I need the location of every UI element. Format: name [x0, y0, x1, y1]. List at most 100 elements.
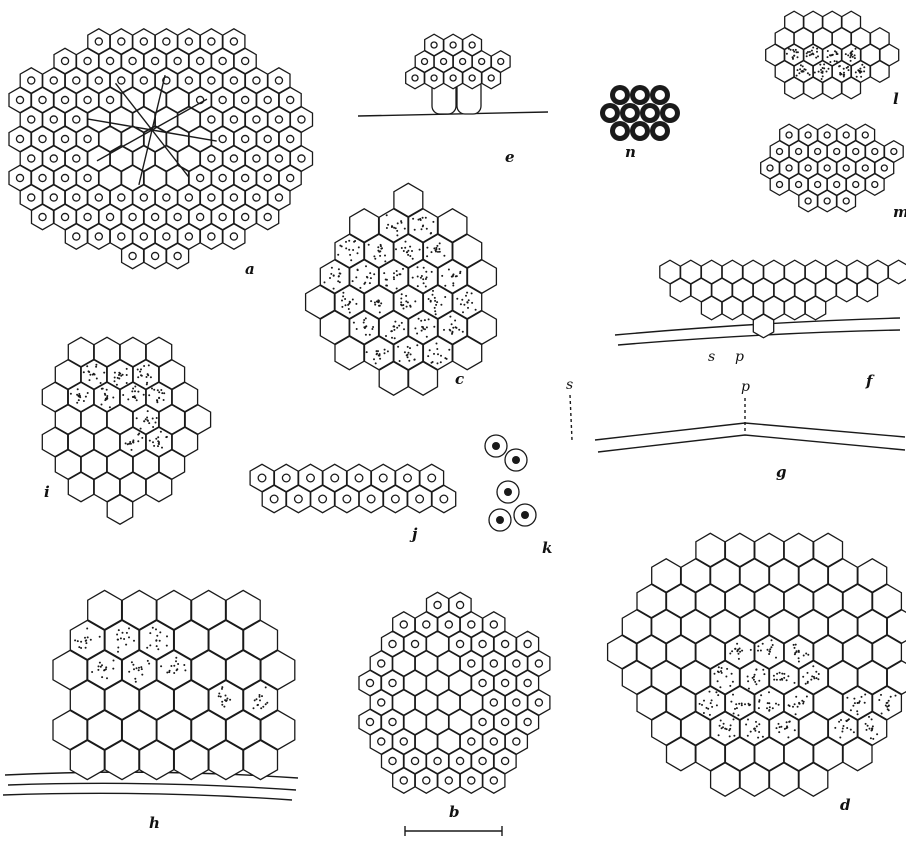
cell-nucleus: [502, 640, 509, 647]
cell-nucleus: [208, 155, 215, 162]
stipple-dot: [741, 703, 743, 705]
figure-n-drawing: [600, 85, 680, 141]
cell-nucleus: [498, 58, 504, 64]
stipple-dot: [871, 728, 873, 730]
cell-nucleus: [502, 679, 509, 686]
cell-nucleus: [389, 718, 396, 725]
cell-nucleus: [275, 77, 282, 84]
stipple-dot: [352, 280, 354, 282]
cell-nucleus: [468, 621, 475, 628]
stipple-dot: [105, 666, 107, 668]
cell-nucleus: [440, 495, 448, 503]
cell-center: [645, 108, 655, 118]
stipple-dot: [779, 672, 781, 674]
stipple-dot: [423, 282, 425, 284]
stipple-dot: [856, 710, 858, 712]
stipple-dot: [454, 320, 456, 322]
stipple-dot: [414, 327, 416, 329]
cell-nucleus: [39, 96, 46, 103]
cell-nucleus: [366, 718, 373, 725]
stipple-dot: [815, 671, 817, 673]
stipple-dot: [134, 678, 136, 680]
stipple-dot: [126, 374, 128, 376]
stipple-dot: [703, 712, 705, 714]
cell-nucleus: [95, 194, 102, 201]
stipple-dot: [800, 64, 802, 66]
stipple-dot: [733, 713, 735, 715]
stipple-dot: [133, 640, 135, 642]
stipple-dot: [767, 702, 769, 704]
stipple-dot: [847, 719, 849, 721]
stipple-dot: [166, 645, 168, 647]
stipple-dot: [790, 49, 792, 51]
stipple-dot: [818, 71, 820, 73]
stipple-dot: [380, 248, 382, 250]
stipple-dot: [339, 281, 341, 283]
cell-nucleus: [185, 194, 192, 201]
stipple-dot: [769, 648, 771, 650]
cell-nucleus: [118, 77, 125, 84]
stipple-dot: [422, 326, 424, 328]
stipple-dot: [114, 377, 116, 379]
stipple-dot: [166, 635, 168, 637]
stipple-dot: [420, 277, 422, 279]
stipple-dot: [852, 56, 854, 58]
cell-nucleus: [253, 116, 260, 123]
stipple-dot: [353, 322, 355, 324]
stipple-dot: [802, 70, 804, 72]
cell-nucleus: [535, 699, 542, 706]
stipple-dot: [106, 389, 108, 391]
stipple-dot: [443, 329, 445, 331]
stipple-dot: [386, 227, 388, 229]
stipple-dot: [753, 679, 755, 681]
stipple-dot: [734, 648, 736, 650]
cell-nucleus: [490, 699, 497, 706]
stipple-dot: [783, 677, 785, 679]
stipple-dot: [747, 680, 749, 682]
stipple-dot: [421, 228, 423, 230]
stipple-dot: [330, 273, 332, 275]
stipple-dot: [176, 669, 178, 671]
cell-nucleus: [468, 777, 475, 784]
stipple-dot: [265, 703, 267, 705]
stipple-dot: [152, 418, 154, 420]
stipple-dot: [839, 65, 841, 67]
stipple-dot: [799, 68, 801, 70]
stipple-dot: [451, 323, 453, 325]
figure-label-g: g: [776, 465, 787, 480]
stipple-dot: [359, 287, 361, 289]
stipple-dot: [379, 353, 381, 355]
stipple-dot: [847, 54, 849, 56]
stipple-dot: [854, 54, 856, 56]
figure-j-drawing: [250, 464, 456, 512]
stipple-dot: [441, 275, 443, 277]
stipple-dot: [440, 304, 442, 306]
stipple-dot: [366, 351, 368, 353]
stipple-dot: [424, 319, 426, 321]
stipple-dot: [401, 322, 403, 324]
cell-nucleus: [264, 174, 271, 181]
stipple-dot: [850, 709, 852, 711]
cell-nucleus: [378, 738, 385, 745]
stipple-dot: [795, 696, 797, 698]
stipple-dot: [78, 399, 80, 401]
stipple-dot: [151, 388, 153, 390]
stipple-dot: [757, 650, 759, 652]
cell-nucleus: [258, 474, 266, 482]
stipple-dot: [719, 725, 721, 727]
stipple-dot: [155, 639, 157, 641]
figure-label-a: a: [245, 262, 255, 277]
stipple-dot: [810, 53, 812, 55]
stipple-dot: [408, 360, 410, 362]
stipple-dot: [720, 720, 722, 722]
stipple-dot: [83, 400, 85, 402]
cell-nucleus: [174, 252, 181, 259]
stipple-dot: [341, 306, 343, 308]
stipple-dot: [159, 640, 161, 642]
stipple-dot: [850, 729, 852, 731]
stipple-dot: [807, 672, 809, 674]
stipple-dot: [436, 348, 438, 350]
cell-nucleus: [295, 495, 303, 503]
stipple-dot: [344, 298, 346, 300]
cell-nucleus: [479, 58, 485, 64]
